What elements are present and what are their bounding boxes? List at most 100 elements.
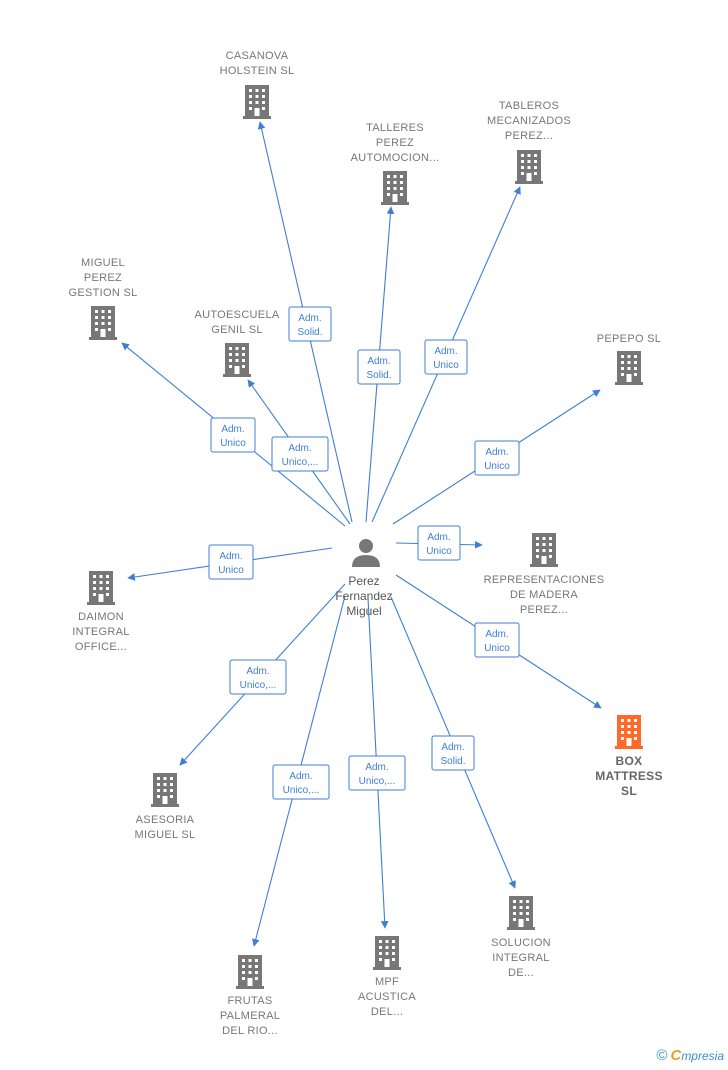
company-node-daimon[interactable]: DAIMONINTEGRALOFFICE... (72, 571, 129, 653)
brand-logo-mark: C (670, 1047, 682, 1064)
role-label-text: Adm. (221, 424, 244, 435)
company-name-line: AUTOMOCION... (351, 152, 440, 164)
role-label-asesoria[interactable]: Adm. Unico,... (229, 659, 287, 695)
role-label-text: Unico (433, 360, 459, 371)
company-node-mpf[interactable]: MPFACUSTICADEL... (358, 936, 416, 1018)
role-label-miguel-perez-gestion[interactable]: Adm. Unico (210, 417, 256, 453)
brand-name: mpresia (681, 1049, 724, 1063)
role-label-box (348, 755, 406, 791)
role-label-box (474, 440, 520, 476)
company-name-line: PEREZ... (520, 604, 568, 616)
role-label-text: Unico,... (359, 776, 396, 787)
company-name-line: SL (621, 784, 637, 798)
role-label-representaciones[interactable]: Adm. Unico (417, 525, 461, 561)
role-label-text: Adm. (219, 551, 242, 562)
role-label-box (474, 622, 520, 658)
company-name-line: PEREZ (84, 272, 122, 284)
company-node-solucion[interactable]: SOLUCIONINTEGRALDE... (491, 896, 551, 979)
company-name-line: PEREZ... (505, 130, 553, 142)
company-name-line: MECANIZADOS (487, 115, 571, 127)
company-name-line: MATTRESS (595, 769, 663, 783)
company-name-line: CASANOVA (226, 50, 289, 62)
company-node-representaciones[interactable]: REPRESENTACIONES DE MADERA PEREZ... (484, 533, 605, 616)
person-icon (352, 539, 380, 567)
role-label-tableros[interactable]: Adm.Unico (424, 339, 468, 375)
role-label-text: Solid. (366, 370, 391, 381)
company-name-line: PALMERAL (220, 1010, 280, 1022)
role-label-text: Adm. (485, 447, 508, 458)
company-name-line: ACUSTICA (358, 991, 416, 1003)
company-name-line: TABLEROS (499, 100, 559, 112)
role-label-text: Adm. (427, 532, 450, 543)
role-label-daimon[interactable]: Adm. Unico (208, 544, 254, 580)
company-node-tableros[interactable]: TABLEROS MECANIZADOS PEREZ... (487, 100, 571, 184)
role-label-text: Adm. (298, 313, 321, 324)
company-node-talleres[interactable]: TALLERES PEREZ AUTOMOCION... (351, 122, 440, 205)
company-name-line: OFFICE... (75, 641, 127, 653)
role-label-box (417, 525, 461, 561)
company-name-line: GESTION SL (68, 287, 137, 299)
company-name-line: PEPEPO SL (597, 333, 661, 345)
role-label-text: Adm. (288, 443, 311, 454)
company-name-line: PEREZ (376, 137, 414, 149)
company-name-line: INTEGRAL (492, 952, 549, 964)
company-name-line: MIGUEL SL (135, 829, 196, 841)
building-icon (615, 715, 643, 749)
role-label-box (208, 544, 254, 580)
company-nodes: CASANOVA HOLSTEIN SL TALLERES PEREZ AUTOMOCI… (68, 50, 662, 1037)
role-label-text: Adm. (289, 771, 312, 782)
role-label-text: Unico (220, 438, 246, 449)
role-label-frutas[interactable]: Adm. Unico,... (272, 764, 330, 800)
role-label-text: Unico,... (283, 785, 320, 796)
role-label-text: Solid. (297, 327, 322, 338)
role-label-text: Unico,... (240, 680, 277, 691)
company-name-line: HOLSTEIN SL (220, 65, 295, 77)
role-label-text: Adm. (246, 666, 269, 677)
role-label-solucion[interactable]: Adm.Solid. (431, 735, 475, 771)
role-label-text: Unico (484, 643, 510, 654)
role-label-box (229, 659, 287, 695)
role-label-box-mattress[interactable]: Adm. Unico (474, 622, 520, 658)
role-label-text: Adm. (485, 629, 508, 640)
company-name-line: TALLERES (366, 122, 424, 134)
role-label-talleres[interactable]: Adm.Solid. (357, 349, 401, 385)
building-icon (615, 351, 643, 385)
company-node-miguel-perez-gestion[interactable]: MIGUEL PEREZ GESTION SL (68, 257, 137, 340)
role-label-text: Unico (426, 546, 452, 557)
building-icon (151, 773, 179, 807)
role-label-casanova[interactable]: Adm. Solid. (288, 306, 332, 342)
role-label-text: Adm. (441, 742, 464, 753)
company-name-line: DAIMON (78, 611, 124, 623)
role-label-mpf[interactable]: Adm. Unico,... (348, 755, 406, 791)
company-node-casanova[interactable]: CASANOVA HOLSTEIN SL (220, 50, 295, 119)
person-name-line: Miguel (346, 604, 381, 618)
building-icon (236, 955, 264, 989)
company-node-pepepo[interactable]: PEPEPO SL (597, 333, 661, 385)
company-name-line: SOLUCION (491, 937, 551, 949)
role-label-box (271, 436, 329, 472)
copyright-icon: © (656, 1047, 668, 1064)
company-name-line: GENIL SL (211, 324, 263, 336)
building-icon (515, 150, 543, 184)
building-icon (507, 896, 535, 930)
building-icon (223, 343, 251, 377)
person-node[interactable]: Perez Fernandez Miguel (335, 539, 393, 618)
role-label-pepepo[interactable]: Adm.Unico (474, 440, 520, 476)
building-icon (243, 85, 271, 119)
role-label-text: Adm. (365, 762, 388, 773)
building-icon (381, 171, 409, 205)
role-label-box (272, 764, 330, 800)
role-label-box (424, 339, 468, 375)
role-label-box (210, 417, 256, 453)
company-name-line: MIGUEL (81, 257, 125, 269)
role-label-autoescuela[interactable]: Adm.Unico,... (271, 436, 329, 472)
company-name-line: DE MADERA (510, 589, 578, 601)
role-label-text: Unico (218, 565, 244, 576)
company-name-line: REPRESENTACIONES (484, 574, 605, 586)
